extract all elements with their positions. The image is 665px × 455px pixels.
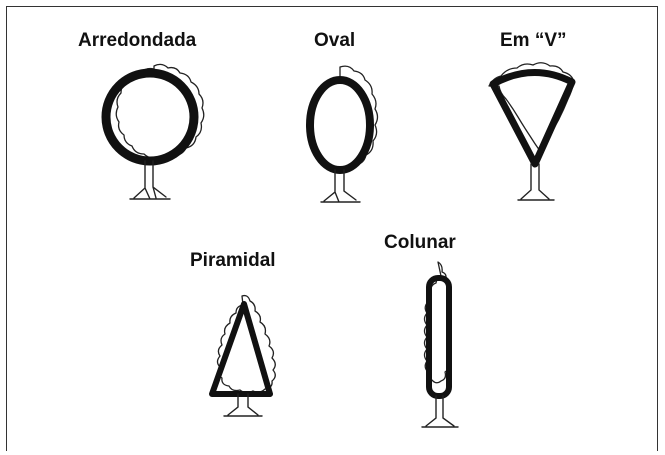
columnar-tree-icon: [410, 258, 470, 438]
label-piramidal: Piramidal: [190, 250, 276, 272]
v-shaped-tree-icon: [483, 60, 593, 210]
rounded-tree-icon: [90, 60, 220, 210]
oval-tree-icon: [290, 62, 400, 212]
label-arredondada: Arredondada: [78, 30, 196, 52]
label-colunar: Colunar: [384, 232, 456, 254]
label-em-v: Em “V”: [500, 30, 567, 52]
pyramidal-tree-icon: [198, 290, 293, 420]
label-oval: Oval: [314, 30, 355, 52]
